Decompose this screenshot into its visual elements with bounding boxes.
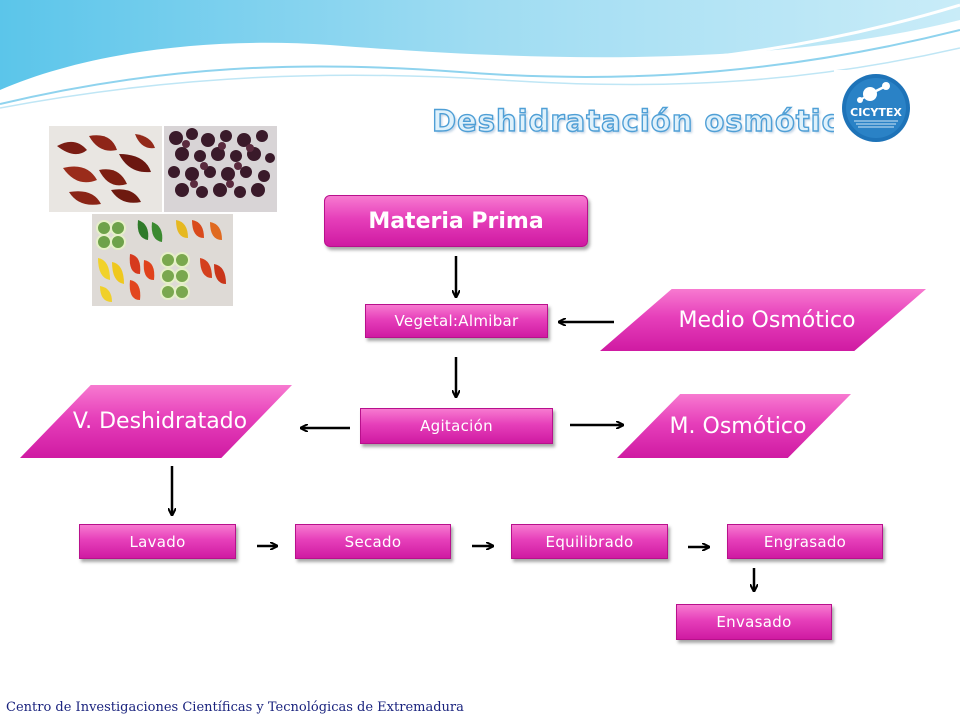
node-v-deshidratado: V. Deshidratado (20, 385, 292, 458)
photo-dried-berries (164, 126, 277, 212)
node-engrasado: Engrasado (727, 524, 883, 559)
footer-text: Centro de Investigaciones Científicas y … (6, 700, 464, 715)
node-medio-osmotico: Medio Osmótico (600, 289, 926, 351)
node-secado: Secado (295, 524, 451, 559)
photo-dried-pepper (49, 126, 162, 212)
photo-sliced-vegetables (92, 214, 233, 306)
node-m-osmotico: M. Osmótico (617, 394, 851, 458)
node-envasado: Envasado (676, 604, 832, 640)
cicytex-logo: CICYTEX (834, 70, 918, 148)
node-materia-prima: Materia Prima (324, 195, 588, 247)
node-agitacion: Agitación (360, 408, 553, 444)
node-medio-osmotico-label: Medio Osmótico (678, 307, 856, 333)
node-lavado: Lavado (79, 524, 236, 559)
node-v-deshidratado-label: V. Deshidratado (72, 409, 248, 434)
node-m-osmotico-label: M. Osmótico (669, 413, 807, 439)
page-title: Deshidratación osmótica (431, 103, 861, 138)
header-wave (0, 0, 960, 109)
logo-text: CICYTEX (850, 106, 902, 119)
node-vegetal-almibar: Vegetal:Almibar (365, 304, 548, 338)
node-equilibrado: Equilibrado (511, 524, 668, 559)
